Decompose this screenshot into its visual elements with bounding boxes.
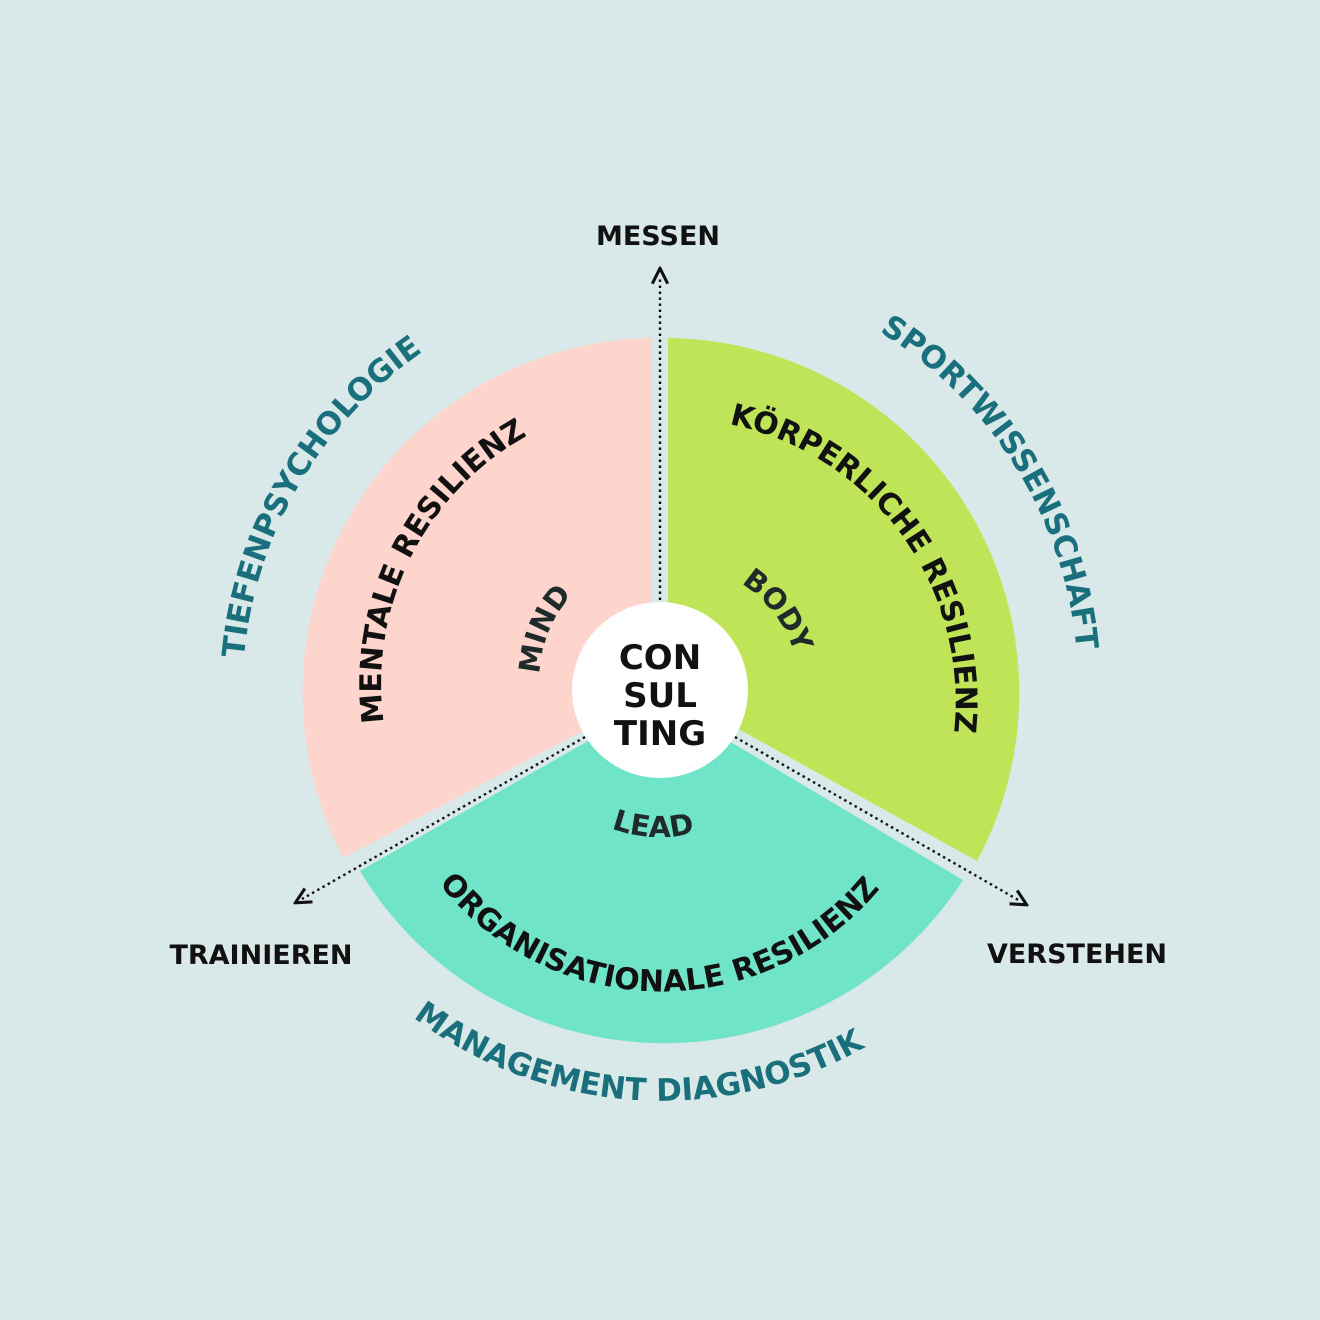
body-segment (668, 338, 1020, 861)
axis-label-messen: MESSEN (596, 221, 720, 252)
axis-label-verstehen: VERSTEHEN (987, 939, 1167, 970)
mind-segment (302, 338, 660, 858)
axis-label-trainieren: TRAINIEREN (169, 940, 352, 971)
axis-arrows (302, 276, 1020, 901)
center-circle (572, 602, 748, 778)
arrow-verstehen (734, 735, 1020, 901)
center-consulting: CON SUL TING (572, 602, 748, 778)
arrow-trainieren (302, 735, 586, 899)
center-line-1: CON (619, 638, 701, 678)
lead-segment (360, 700, 963, 1044)
center-line-2: SUL (623, 676, 697, 716)
center-line-3: TING (614, 714, 706, 754)
segments (302, 338, 1020, 1044)
axis-labels: MESSEN TRAINIEREN VERSTEHEN (169, 221, 1167, 971)
